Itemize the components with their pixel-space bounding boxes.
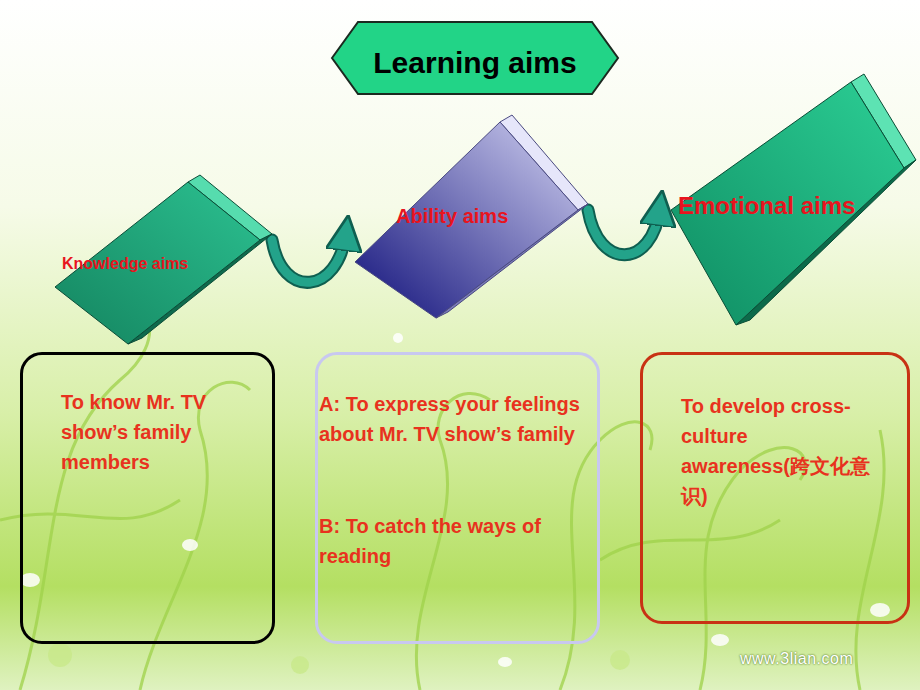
knowledge-box: To know Mr. TV show’s family members (20, 352, 275, 644)
arrow-body (588, 208, 660, 255)
node-title: Ability aims (396, 201, 576, 231)
text-holder: Emotional aims (678, 188, 914, 224)
node-title: Knowledge aims (62, 252, 267, 276)
text-holder: A: To express your feelings about Mr. TV… (319, 389, 589, 449)
aim-text: To develop cross-culture awareness(跨文化意识… (681, 391, 881, 511)
knowledge-cube: Knowledge aims (50, 172, 272, 348)
arrow-body (272, 233, 346, 282)
curved-arrow (272, 233, 346, 282)
text-holder: Ability aims (396, 201, 576, 231)
text-holder: Learning aims (330, 40, 620, 85)
aim-text: B: To catch the ways of reading (319, 511, 589, 571)
aim-text: A: To express your feelings about Mr. TV… (319, 389, 589, 449)
curved-arrow (588, 208, 660, 255)
emotional-cube: Emotional aims (666, 70, 916, 328)
text-holder: To develop cross-culture awareness(跨文化意识… (681, 391, 881, 511)
ability-cube: Ability aims (352, 112, 588, 322)
node-title: Emotional aims (678, 188, 914, 224)
text-holder: Knowledge aims (62, 252, 267, 276)
watermark: www.3lian.com (740, 650, 853, 668)
cube-front (355, 122, 578, 318)
arrow-outline (272, 233, 346, 282)
text-holder: B: To catch the ways of reading (319, 511, 589, 571)
ability-box: A: To express your feelings about Mr. TV… (315, 352, 600, 644)
arrow-outline (588, 208, 660, 255)
title-hexagon: Learning aims (330, 20, 620, 96)
text-holder: To know Mr. TV show’s family members (61, 387, 231, 477)
node-title: Learning aims (330, 40, 620, 85)
emotional-box: To develop cross-culture awareness(跨文化意识… (640, 352, 910, 624)
aim-text: To know Mr. TV show’s family members (61, 387, 231, 477)
